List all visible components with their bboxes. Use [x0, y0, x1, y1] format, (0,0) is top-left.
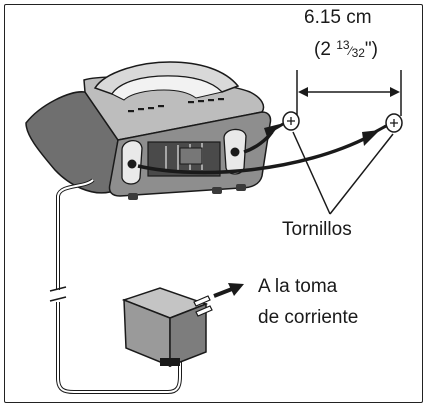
base-left-face — [25, 91, 119, 194]
dimension-imperial-suffix: ") — [364, 39, 378, 60]
screws-label: Tornillos — [282, 219, 352, 240]
base-feet — [128, 184, 246, 200]
dimension-indicator — [296, 70, 402, 116]
vent-slots — [128, 98, 224, 113]
outlet-label-line1: A la toma — [258, 276, 338, 297]
fraction-numerator: 13 — [336, 38, 350, 52]
screw-callout-lines — [292, 131, 394, 215]
fraction-slash: ⁄ — [349, 44, 352, 58]
dimension-imperial-label: (2 13⁄32") — [314, 38, 378, 61]
dimension-imperial-prefix: (2 — [314, 39, 337, 60]
outlet-arrow — [213, 283, 244, 298]
phone-base-unit — [25, 61, 272, 200]
dimension-metric-label: 6.15 cm — [304, 7, 372, 28]
screw-right — [374, 113, 403, 134]
fraction-denominator: 32 — [351, 46, 365, 60]
outlet-label-line2: de corriente — [258, 307, 359, 328]
cord-break-mark — [49, 286, 67, 302]
dimension-fraction: 13⁄32 — [336, 38, 365, 60]
adapter-prongs — [193, 295, 213, 317]
ac-adapter — [121, 287, 213, 368]
